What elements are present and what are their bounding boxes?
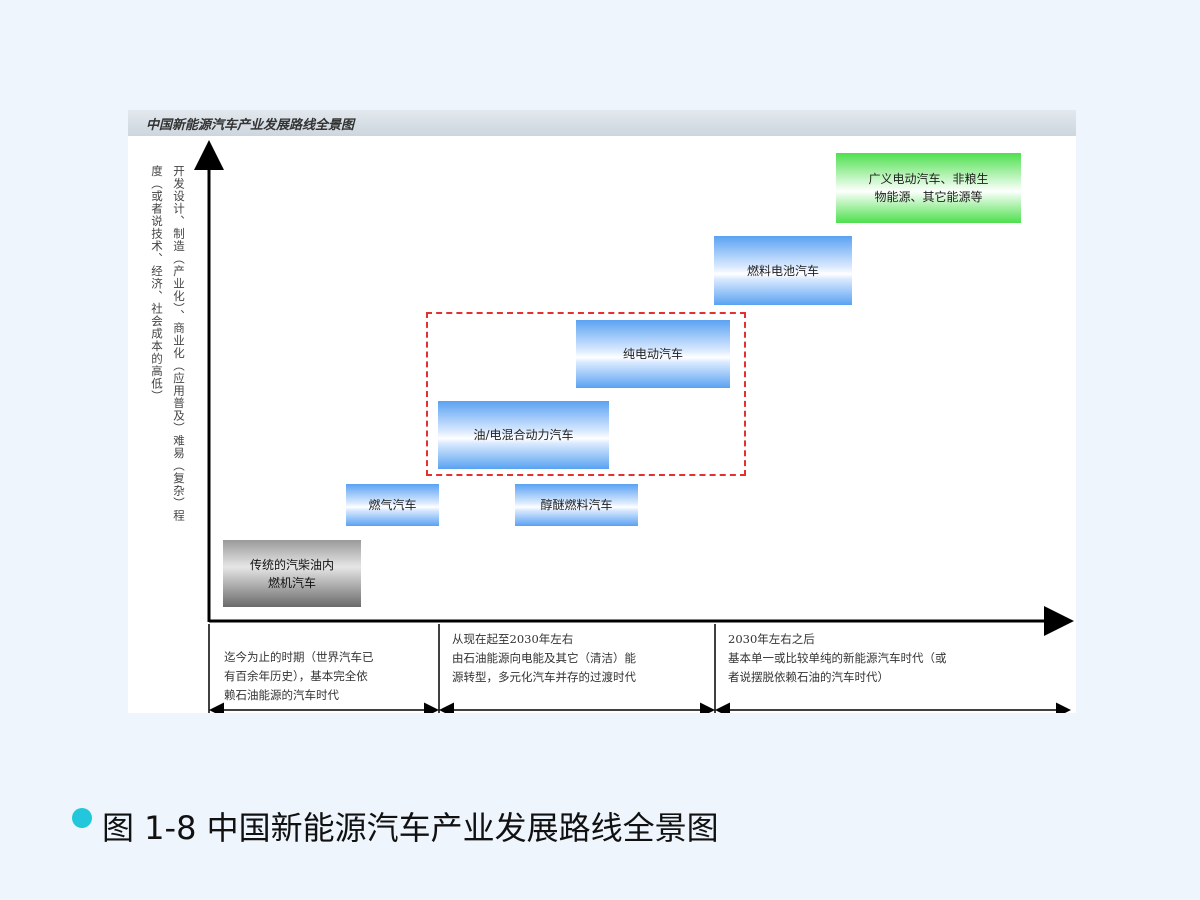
box-ether-fuel-vehicle: 醇醚燃料汽车 [515,484,638,526]
box-traditional-label: 传统的汽柴油内 燃机汽车 [249,557,334,590]
box-hybrid-vehicle: 油/电混合动力汽车 [438,401,609,469]
bullet-dot-icon [72,808,92,828]
roadmap-figure: 中国新能源汽车产业发展路线全景图 开发设计、制造（产业化）、商业化（应用普及）难… [128,110,1076,713]
figure-caption: 图 1-8 中国新能源汽车产业发展路线全景图 [72,798,719,854]
box-fuel-cell-label: 燃料电池汽车 [746,263,819,278]
figure-title-bar: 中国新能源汽车产业发展路线全景图 [128,110,1076,136]
box-broad-ev: 广义电动汽车、非粮生 物能源、其它能源等 [836,153,1021,223]
box-gas-vehicle: 燃气汽车 [346,484,439,526]
box-pure-ev: 纯电动汽车 [576,320,730,388]
box-traditional-ice: 传统的汽柴油内 燃机汽车 [223,540,361,607]
y-axis-label: 开发设计、制造（产业化）、商业化（应用普及）难易（复杂）程 度（或者说技术、经济… [146,165,190,635]
axes [194,140,1074,713]
era-after-text: 2030年左右之后 基本单一或比较单纯的新能源汽车时代（或 者说摆脱依赖石油的汽… [728,632,947,684]
box-broad-ev-label: 广义电动汽车、非粮生 物能源、其它能源等 [868,172,989,204]
era-past-text: 迄今为止的时期（世界汽车已 有百余年历史），基本完全依 赖石油能源的汽车时代 [224,650,374,702]
caption-text: 图 1-8 中国新能源汽车产业发展路线全景图 [102,809,719,847]
transition-highlight-box [426,312,746,476]
box-ether-label: 醇醚燃料汽车 [540,498,613,512]
y-axis-label-line-1: 开发设计、制造（产业化）、商业化（应用普及）难易（复杂）程 [172,165,186,522]
box-pure-ev-label: 纯电动汽车 [622,347,683,361]
box-hybrid-label: 油/电混合动力汽车 [473,428,574,442]
box-fuel-cell-vehicle: 燃料电池汽车 [714,236,852,305]
era-now-text: 从现在起至2030年左右 由石油能源向电能及其它（清洁）能 源转型，多元化汽车并… [452,632,636,684]
box-gas-label: 燃气汽车 [368,498,417,512]
y-axis-label-line-2: 度（或者说技术、经济、社会成本的高低） [150,165,164,403]
figure-title: 中国新能源汽车产业发展路线全景图 [146,118,355,133]
